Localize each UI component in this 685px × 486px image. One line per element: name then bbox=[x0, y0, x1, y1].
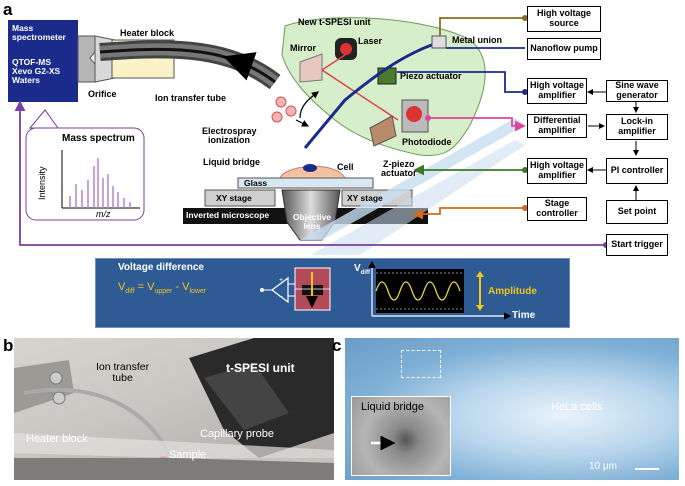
lockin-box: Lock-in amplifier bbox=[606, 114, 668, 140]
c-hela-label: HeLa cells bbox=[551, 401, 603, 413]
light-beam bbox=[300, 118, 525, 240]
b-heater-label: Heater block bbox=[26, 433, 88, 445]
mass-spectrometer bbox=[8, 20, 78, 102]
hv-source-line bbox=[439, 17, 525, 36]
tspesi-region bbox=[281, 17, 486, 157]
cell-label: Cell bbox=[337, 162, 354, 172]
capillary-probe bbox=[303, 40, 441, 149]
zoom-source-box bbox=[401, 350, 441, 378]
b-probe-label: Capillary probe bbox=[200, 428, 274, 440]
spectrum-peaks bbox=[69, 158, 131, 208]
ion-flow-arrow bbox=[223, 52, 257, 81]
intensity-label: Intensity bbox=[37, 166, 47, 200]
glass-slide bbox=[237, 177, 374, 189]
time-label: Time bbox=[512, 310, 536, 321]
metal-union bbox=[431, 35, 447, 49]
liquid-bridge-label: Liquid bridge bbox=[203, 157, 260, 167]
hv-amp2-box: High voltage amplifier bbox=[527, 158, 587, 184]
xy-stage-left bbox=[204, 189, 276, 207]
pi-box: PI controller bbox=[606, 158, 668, 184]
hv-amp1-line bbox=[397, 71, 525, 93]
setup-diagram bbox=[8, 15, 639, 255]
start-trigger-line bbox=[14, 100, 606, 246]
stage-ctrl-box: Stage controller bbox=[527, 197, 587, 221]
b-unit-label: t-SPESI unit bbox=[226, 361, 295, 375]
new-unit-label: New t-SPESI unit bbox=[298, 17, 371, 27]
microscope-label: Inverted microscope bbox=[186, 210, 270, 220]
voltage-graphics bbox=[260, 260, 512, 320]
xy-stage-right-label: XY stage bbox=[347, 193, 383, 203]
diff-amp-symbol bbox=[271, 276, 289, 304]
piezo-label: Piezo actuator bbox=[400, 71, 462, 81]
signal-plot bbox=[376, 269, 464, 313]
start-trigger-box: Start trigger bbox=[606, 234, 668, 256]
plus-sign: + bbox=[279, 277, 284, 284]
photodiode-label: Photodiode bbox=[402, 137, 452, 147]
xy-stage-left-label: XY stage bbox=[216, 193, 252, 203]
mass-spectrum-title: Mass spectrum bbox=[62, 133, 135, 144]
mirror-label: Mirror bbox=[290, 43, 317, 53]
b-sample-label: Sample bbox=[169, 449, 207, 461]
panel-c-letter: c bbox=[332, 336, 342, 355]
metal-union-label: Metal union bbox=[452, 35, 502, 45]
voltage-title: Voltage difference bbox=[118, 262, 204, 273]
inset-liquid-bridge bbox=[351, 396, 451, 476]
piezo-actuator bbox=[377, 67, 397, 85]
photo-c: Liquid bridge HeLa cells 10 μm bbox=[345, 338, 679, 480]
set-point-box: Set point bbox=[606, 200, 668, 224]
minus-sign: − bbox=[279, 294, 284, 301]
spectrum-callout bbox=[28, 109, 59, 129]
mz-label: m/z bbox=[96, 209, 111, 219]
laser-label: Laser bbox=[358, 36, 383, 46]
hv-source-box: High voltage source bbox=[527, 6, 601, 32]
photodiode-line bbox=[428, 117, 526, 132]
heater-block-photo bbox=[14, 360, 74, 413]
panel-a-letter: a bbox=[3, 0, 13, 19]
panel-b-letter: b bbox=[3, 336, 14, 355]
c-scale-label: 10 μm bbox=[589, 461, 617, 472]
c-bridge-label: Liquid bridge bbox=[361, 401, 424, 413]
diff-amp-box: Differential amplifier bbox=[527, 114, 587, 138]
stage-line bbox=[412, 207, 525, 220]
orifice-label: Orifice bbox=[88, 89, 117, 99]
voltage-equation: Vdiff = Vupper - Vlower bbox=[118, 281, 207, 296]
nanoflow-box: Nanoflow pump bbox=[527, 38, 601, 60]
vdiff-axis-label: Vdiff bbox=[354, 263, 370, 276]
orifice-cone bbox=[77, 35, 96, 83]
hv-amp1-box: High voltage amplifier bbox=[527, 78, 587, 104]
glass-label: Glass bbox=[244, 178, 268, 188]
amplitude-label: Amplitude bbox=[488, 286, 537, 297]
sine-wave bbox=[375, 281, 461, 301]
sine-box: Sine wave generator bbox=[606, 80, 668, 102]
mirror bbox=[299, 53, 323, 83]
scale-bar bbox=[635, 468, 659, 470]
heater-block-label: Heater block bbox=[120, 28, 175, 38]
ion-tube-label: Ion transfer tube bbox=[155, 93, 227, 103]
